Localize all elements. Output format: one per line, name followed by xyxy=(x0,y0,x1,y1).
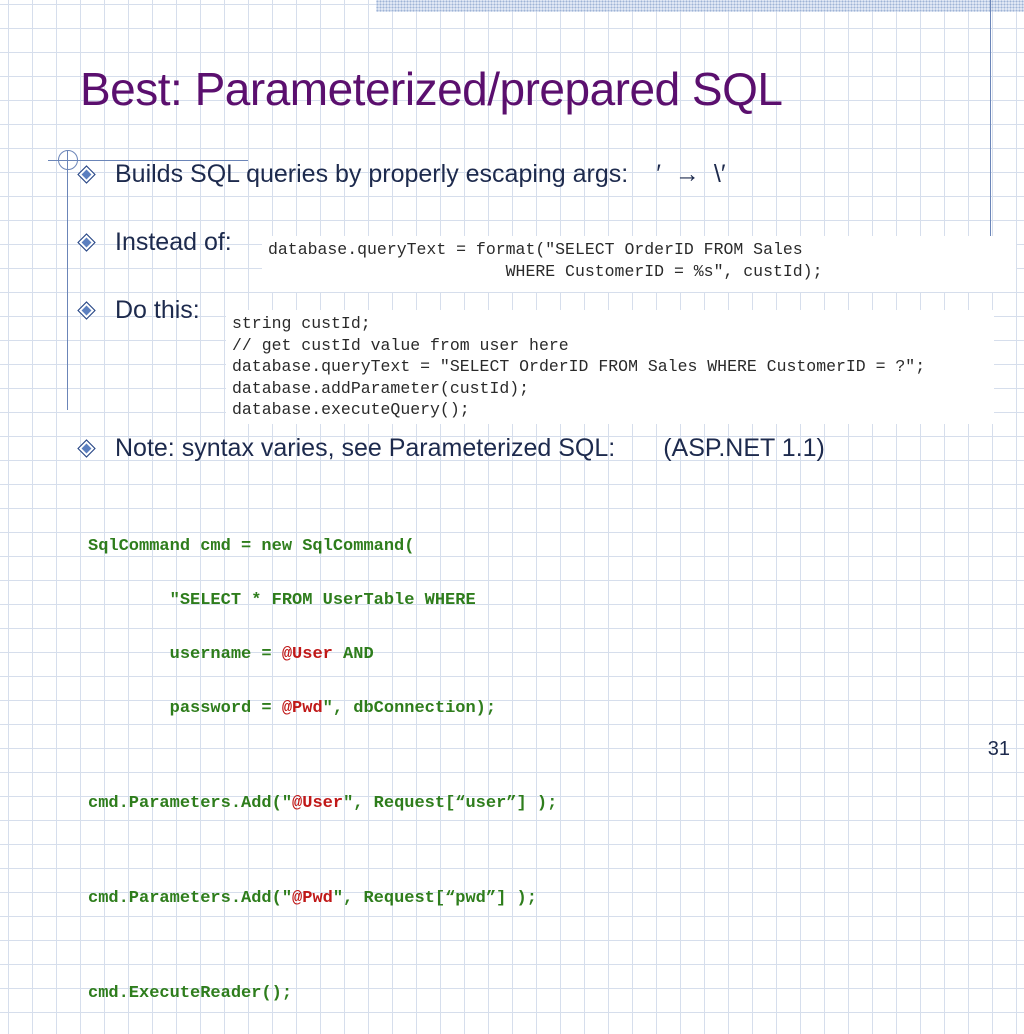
param-pwd: @Pwd xyxy=(281,699,323,718)
aspnet-line-7: cmd.ExecuteReader(); xyxy=(88,984,293,1003)
aspnet-line-3: username = @User AND xyxy=(88,641,557,668)
code-block-instead: database.queryText = format("SELECT Orde… xyxy=(262,236,1016,292)
decorative-rule-right xyxy=(990,0,991,238)
code-text: ", Request[“user”] ); xyxy=(343,794,558,813)
diamond-bullet-icon xyxy=(77,233,96,252)
code-line: database.executeQuery(); xyxy=(232,400,470,419)
diamond-bullet-icon xyxy=(77,165,96,184)
code-text: password = xyxy=(88,699,282,718)
page-number: 31 xyxy=(987,738,1010,760)
code-line: database.addParameter(custId); xyxy=(232,378,530,398)
code-text: cmd.Parameters.Add(" xyxy=(88,794,293,813)
bullet-instead-text: Instead of: xyxy=(115,228,232,256)
decorative-circle xyxy=(58,150,78,170)
code-text: ", Request[“pwd”] ); xyxy=(332,889,537,908)
bullet-builds-text: Builds SQL queries by properly escaping … xyxy=(115,160,629,188)
code-line: WHERE CustomerID = %s", custId); xyxy=(268,261,823,281)
escape-to: \′ xyxy=(713,160,726,188)
bullet-note: Note: syntax varies, see Parameterized S… xyxy=(77,434,825,463)
bullet-note-suffix: (ASP.NET 1.1) xyxy=(663,434,825,462)
param-user: @User xyxy=(281,645,333,664)
aspnet-code-block: SqlCommand cmd = new SqlCommand( "SELECT… xyxy=(88,506,557,1034)
decorative-rule-left xyxy=(67,150,68,410)
diamond-bullet-icon xyxy=(77,301,96,320)
bullet-instead: Instead of: xyxy=(77,228,232,257)
param-pwd: @Pwd xyxy=(292,889,333,908)
spacer xyxy=(88,844,557,858)
top-dotted-band xyxy=(376,0,1024,12)
code-text: AND xyxy=(332,645,374,664)
slide-title: Best: Parameterized/prepared SQL xyxy=(80,63,783,115)
aspnet-line-6: cmd.Parameters.Add("@Pwd", Request[“pwd”… xyxy=(88,885,557,912)
code-text: cmd.Parameters.Add(" xyxy=(88,889,293,908)
decorative-rule-horizontal xyxy=(48,160,248,161)
aspnet-line-1: SqlCommand cmd = new SqlCommand( xyxy=(88,537,415,556)
escape-from: ′ xyxy=(656,160,661,188)
code-line: database.queryText = format("SELECT Orde… xyxy=(268,240,803,259)
right-arrow-icon: → xyxy=(674,160,700,188)
code-text: ", dbConnection); xyxy=(322,699,497,718)
diamond-bullet-icon xyxy=(77,439,96,458)
code-line: string custId; xyxy=(232,314,371,333)
bullet-dothis: Do this: xyxy=(77,296,200,325)
code-block-dothis: string custId; // get custId value from u… xyxy=(226,310,994,424)
code-line: // get custId value from user here xyxy=(232,335,569,355)
param-user: @User xyxy=(292,794,344,813)
bullet-builds: Builds SQL queries by properly escaping … xyxy=(77,160,726,189)
aspnet-line-5: cmd.Parameters.Add("@User", Request[“use… xyxy=(88,790,557,817)
spacer xyxy=(88,749,557,763)
bullet-dothis-text: Do this: xyxy=(115,296,200,324)
bullet-note-text: Note: syntax varies, see Parameterized S… xyxy=(115,434,616,462)
code-text: username = xyxy=(88,645,282,664)
aspnet-line-2: "SELECT * FROM UserTable WHERE xyxy=(88,591,476,610)
spacer xyxy=(88,939,557,953)
aspnet-line-4: password = @Pwd", dbConnection); xyxy=(88,695,557,722)
code-line: database.queryText = "SELECT OrderID FRO… xyxy=(232,357,926,376)
